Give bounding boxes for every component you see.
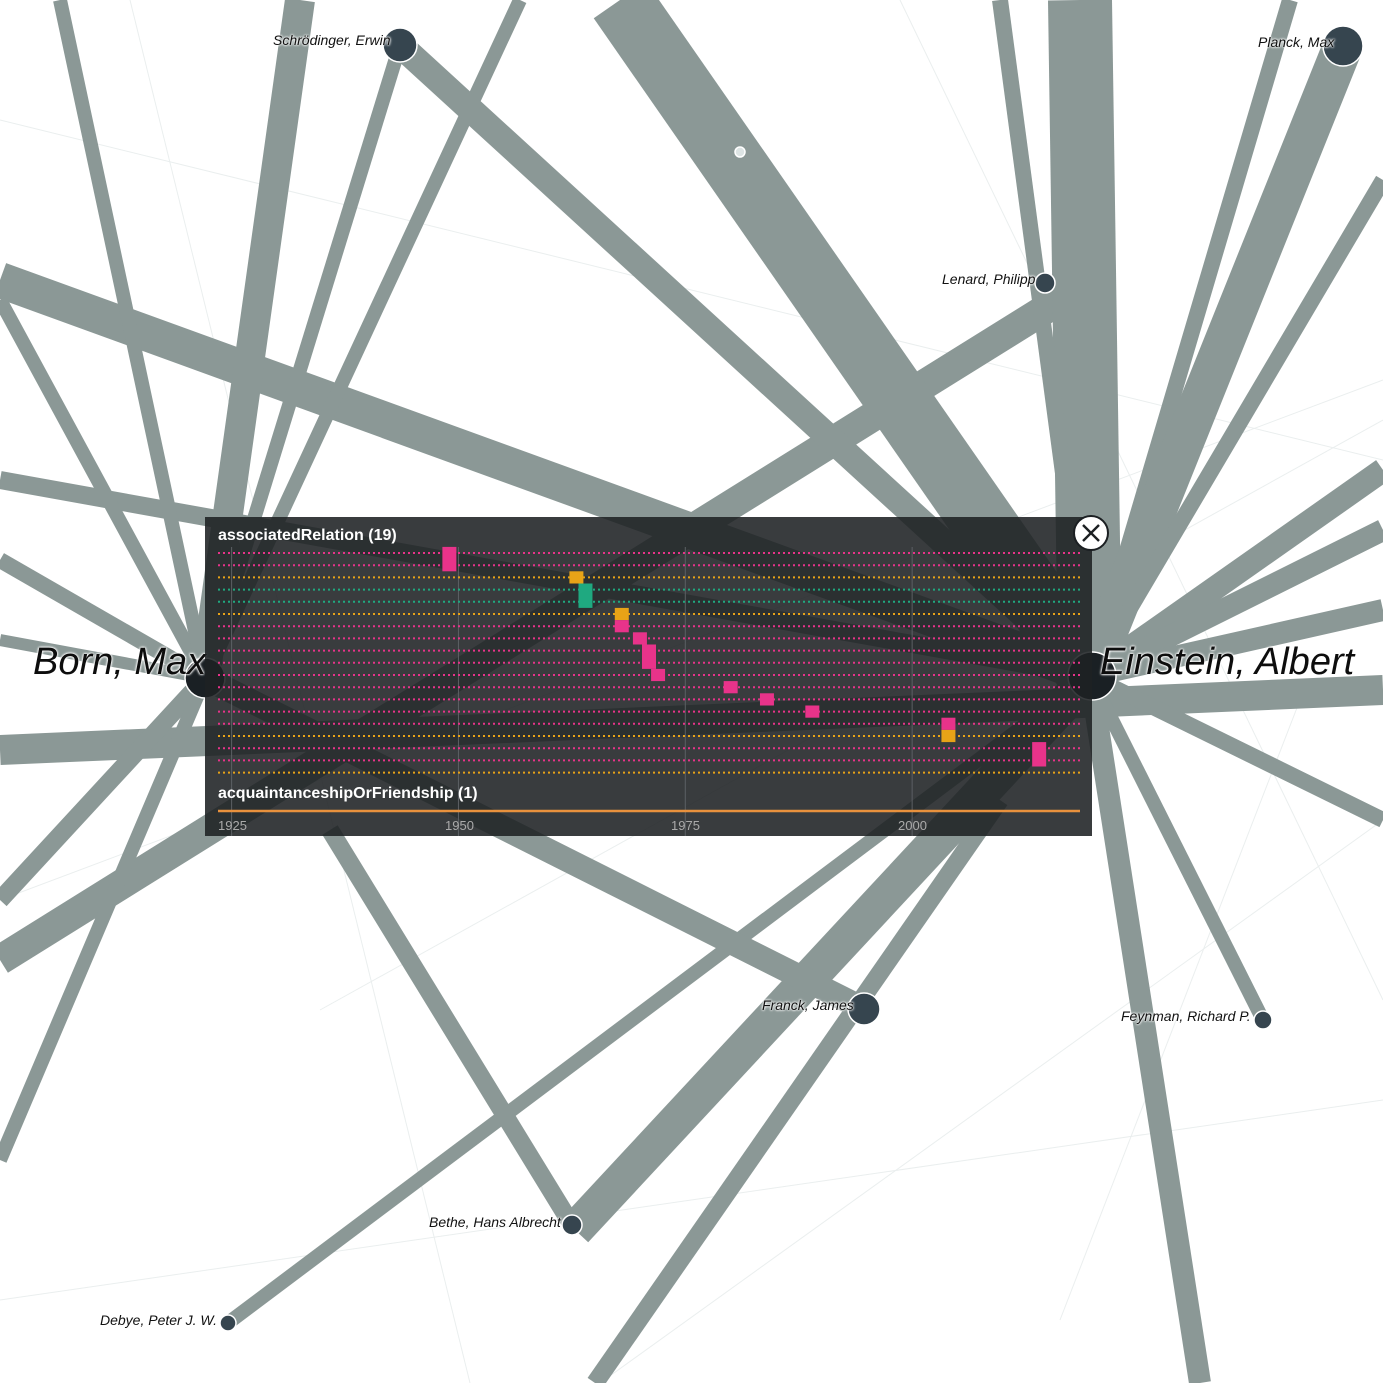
- x-tick-label: 1975: [671, 818, 700, 833]
- relation-event-mark[interactable]: [442, 546, 457, 572]
- relation-event-mark[interactable]: [759, 693, 774, 706]
- node-label-franck[interactable]: Franck, James: [762, 997, 854, 1013]
- x-tick-label: 1925: [218, 818, 247, 833]
- relation-event-mark[interactable]: [578, 583, 593, 608]
- node-lenard: [1034, 272, 1056, 294]
- relation-event-mark[interactable]: [651, 668, 666, 682]
- node-minor: [734, 146, 746, 158]
- node-label-born[interactable]: Born, Max: [33, 641, 207, 683]
- node-label-bethe[interactable]: Bethe, Hans Albrecht: [429, 1214, 561, 1230]
- timeline-chart: [218, 546, 1080, 836]
- relation-event-mark[interactable]: [941, 729, 956, 743]
- node-bethe: [561, 1214, 583, 1236]
- node-planck: [1322, 25, 1364, 67]
- node-debye: [219, 1314, 237, 1332]
- x-tick-label: 2000: [898, 818, 927, 833]
- friendship-title: acquaintanceshipOrFriendship (1): [218, 785, 478, 802]
- relation-event-mark[interactable]: [614, 607, 629, 621]
- close-icon: [1082, 524, 1100, 542]
- node-franck: [847, 992, 881, 1026]
- relation-event-mark[interactable]: [569, 571, 584, 584]
- close-button[interactable]: [1073, 515, 1109, 551]
- node-label-feynman[interactable]: Feynman, Richard P.: [1121, 1008, 1251, 1024]
- relation-event-mark[interactable]: [632, 632, 647, 645]
- node-label-lenard[interactable]: Lenard, Philipp: [942, 271, 1036, 287]
- node-feynman: [1253, 1010, 1273, 1030]
- node-label-debye[interactable]: Debye, Peter J. W.: [100, 1312, 217, 1328]
- relation-event-mark[interactable]: [1032, 742, 1047, 767]
- associated-relation-title: associatedRelation (19): [218, 527, 397, 544]
- relation-event-mark[interactable]: [805, 705, 820, 718]
- relation-event-mark[interactable]: [642, 644, 656, 669]
- x-tick-label: 1950: [445, 818, 474, 833]
- relation-event-mark[interactable]: [941, 717, 956, 730]
- node-schrodinger: [382, 27, 418, 63]
- relation-event-mark[interactable]: [723, 681, 738, 694]
- node-label-planck[interactable]: Planck, Max: [1258, 34, 1335, 50]
- node-label-schrodinger[interactable]: Schrödinger, Erwin: [273, 32, 391, 48]
- relation-timeline-panel: associatedRelation (19) acquaintanceship…: [205, 517, 1092, 836]
- relation-event-mark[interactable]: [614, 620, 629, 633]
- node-label-einstein[interactable]: Einstein, Albert: [1100, 641, 1355, 683]
